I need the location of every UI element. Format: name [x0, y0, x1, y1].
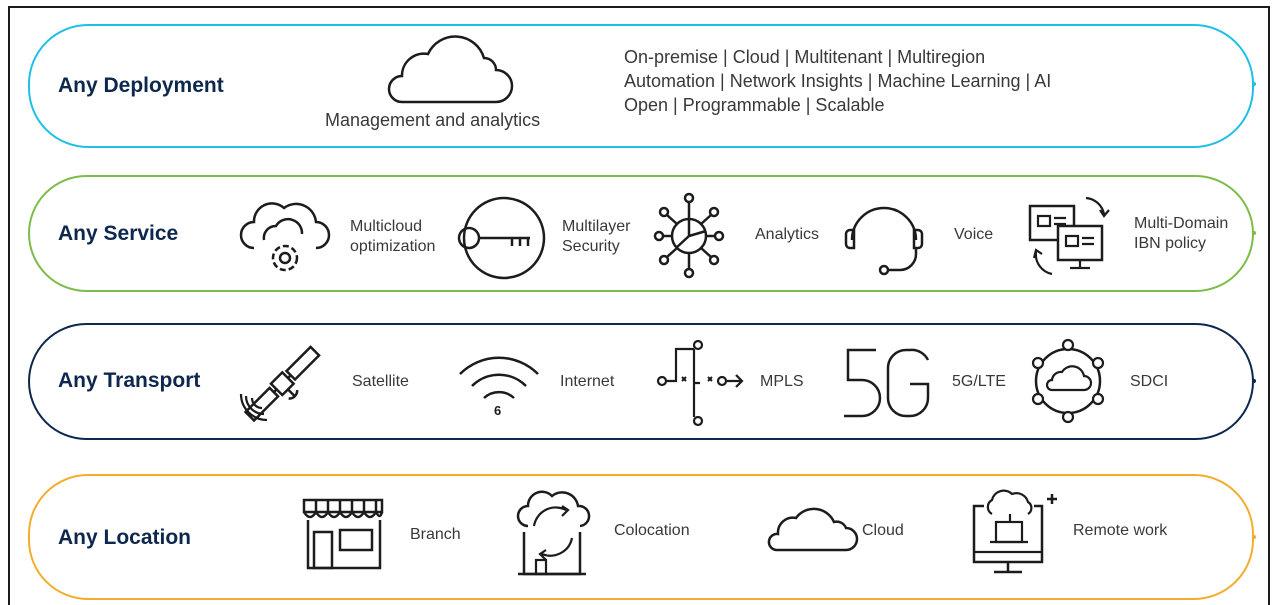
band-end-dot [1252, 82, 1256, 86]
deployment-title: Any Deployment [58, 74, 224, 97]
mpls-label: MPLS [760, 373, 804, 390]
multilayer-security-label-2: Security [562, 238, 620, 255]
key-icon [452, 196, 548, 280]
multilayer-security-label: Multilayer [562, 218, 631, 235]
band-any-location [28, 474, 1254, 600]
voice-label: Voice [954, 226, 994, 243]
colocation-label: Colocation [614, 522, 690, 539]
service-title: Any Service [58, 222, 179, 245]
branch-label: Branch [410, 526, 461, 543]
wifi-6-icon [456, 350, 542, 424]
cloud-label: Cloud [862, 522, 904, 539]
storefront-icon [300, 496, 386, 572]
wifi-6-badge: 6 [494, 403, 502, 418]
mpls-icon [656, 339, 748, 427]
sdci-label: SDCI [1130, 373, 1169, 390]
satellite-label: Satellite [352, 373, 409, 390]
internet-label: Internet [560, 373, 615, 390]
deployment-line-1: On-premise | Cloud | Multitenant | Multi… [624, 47, 986, 67]
band-end-dot [1252, 379, 1256, 383]
analytics-label: Analytics [755, 226, 820, 243]
band-end-dot [1252, 231, 1256, 235]
management-analytics-label: Management and analytics [325, 110, 541, 130]
band-any-deployment [28, 24, 1254, 148]
band-end-dot [1252, 535, 1256, 539]
multicloud-label-2: optimization [350, 238, 436, 255]
sdci-icon [1026, 336, 1110, 426]
deployment-line-2: Automation | Network Insights | Machine … [624, 71, 1052, 91]
transport-title: Any Transport [58, 369, 201, 392]
5g-icon [840, 346, 932, 422]
remote-work-label: Remote work [1073, 522, 1168, 539]
multi-domain-label-2: IBN policy [1134, 235, 1207, 252]
cloud-icon [764, 507, 859, 554]
remote-monitor-icon [970, 489, 1066, 578]
cloud-gear-icon [239, 196, 331, 280]
headset-icon [842, 196, 926, 278]
analytics-hub-icon [653, 192, 731, 279]
diagram-frame [8, 6, 1270, 605]
5g-lte-label: 5G/LTE [952, 373, 1006, 390]
deployment-line-3: Open | Programmable | Scalable [624, 95, 885, 115]
cloud-icon [384, 35, 514, 106]
location-title: Any Location [58, 526, 192, 549]
multi-domain-label: Multi-Domain [1134, 215, 1229, 232]
policy-screens-icon [1026, 192, 1126, 282]
colocation-icon [514, 488, 594, 580]
satellite-icon [238, 336, 328, 430]
multicloud-label: Multicloud [350, 218, 423, 235]
